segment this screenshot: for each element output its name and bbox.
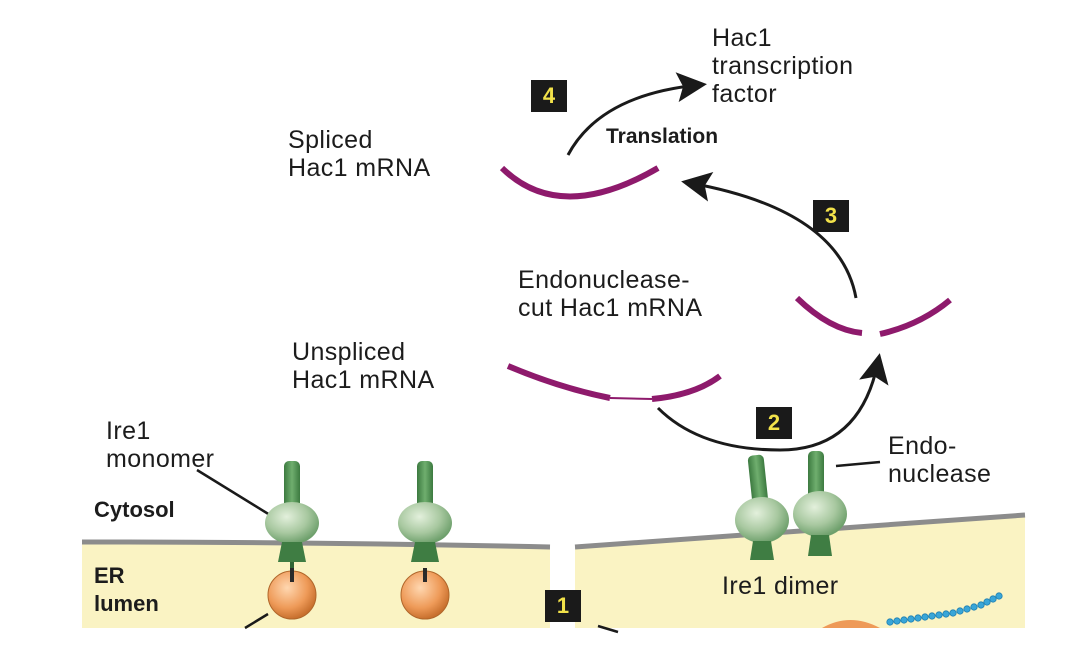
spliced-mrna-strand <box>499 165 660 200</box>
monomer-leader-line <box>196 468 271 517</box>
step-1-badge: 1 <box>545 590 581 622</box>
translation-label: Translation <box>606 125 719 148</box>
unspliced-mrna-strand <box>506 363 722 402</box>
bip-chaperone-icon <box>400 568 450 620</box>
small-arrow-icon <box>597 624 619 634</box>
er-lumen-label: ER lumen <box>94 563 159 616</box>
arrow-step-2 <box>656 353 889 452</box>
step-3-badge: 3 <box>813 200 849 232</box>
arrow-step-3 <box>681 171 858 299</box>
hac1-transcription-factor-label: Hac1 transcription factor <box>712 24 854 108</box>
step-2-badge: 2 <box>756 407 792 439</box>
ire1-monomer-icon <box>265 461 319 580</box>
arrow-step-4 <box>566 72 707 156</box>
spliced-mrna-label: Spliced Hac1 mRNA <box>288 126 431 182</box>
cut-mrna-right-strand <box>879 297 952 337</box>
bip-chaperone-icon <box>267 568 317 620</box>
bip-chaperone-icon <box>822 620 880 628</box>
ire1-monomer-label: Ire1 monomer <box>106 417 215 473</box>
endonuclease-leader-line <box>835 460 881 468</box>
ire1-monomer-icon <box>398 461 452 562</box>
step-4-badge: 4 <box>531 80 567 112</box>
unspliced-mrna-label: Unspliced Hac1 mRNA <box>292 338 435 394</box>
endonuclease-label: Endo- nuclease <box>888 432 992 488</box>
cytosol-label: Cytosol <box>94 497 175 522</box>
endonuclease-cut-mrna-label: Endonuclease- cut Hac1 mRNA <box>518 266 703 322</box>
er-lumen-right <box>574 512 1026 628</box>
lumen-leader-line <box>244 612 269 630</box>
ire1-dimer-icon <box>735 451 847 560</box>
ire1-dimer-label: Ire1 dimer <box>722 572 839 600</box>
cut-mrna-left-strand <box>794 295 863 336</box>
unfolded-protein-chain-icon <box>886 592 1003 626</box>
